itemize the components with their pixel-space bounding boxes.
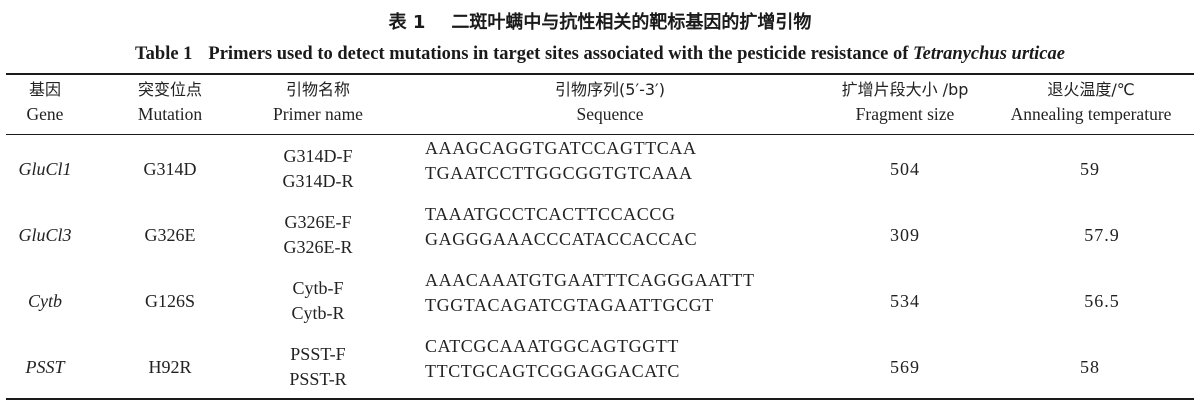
- header-fragment-size-en: Fragment size: [855, 104, 955, 124]
- table-title-cn: 表 1 二斑叶螨中与抗性相关的靶标基因的扩增引物: [0, 8, 1200, 34]
- header-fragment-size-cn: 扩增片段大小 /bp: [841, 80, 969, 99]
- gene-cell: Cytb: [28, 290, 62, 311]
- fragment-size-cell: 534: [890, 290, 920, 311]
- mutation-cell: G326E: [144, 224, 196, 245]
- fragment-size-cell: 569: [890, 356, 920, 377]
- primer-name-cell: PSST-F PSST-R: [248, 334, 388, 400]
- table-caption-en: Primers used to detect mutations in targ…: [208, 44, 914, 64]
- table-row: GluCl3 G326E G326E-F G326E-R TAAATGCCTCA…: [0, 202, 1200, 268]
- primer-forward: Cytb-F: [292, 278, 344, 298]
- sequence-cell: AAAGCAGGTGATCCAGTTCAA TGAATCCTTGGCGGTGTC…: [425, 136, 805, 202]
- sequence-forward: AAAGCAGGTGATCCAGTTCAA: [425, 138, 697, 158]
- sequence-forward: AAACAAATGTGAATTTCAGGGAATTT: [425, 270, 755, 290]
- sequence-reverse: TTCTGCAGTCGGAGGACATC: [425, 361, 680, 381]
- header-mutation-en: Mutation: [137, 104, 203, 124]
- fragment-size-cell: 504: [890, 158, 920, 179]
- header-gene: 基因 Gene: [5, 78, 85, 134]
- annealing-temp-cell: 59: [1080, 158, 1100, 179]
- table-number-cn: 表 1: [388, 12, 426, 33]
- header-primer-name-cn: 引物名称: [285, 80, 350, 99]
- header-gene-cn: 基因: [28, 80, 61, 99]
- primer-reverse: G314D-R: [282, 171, 354, 191]
- bottom-rule: [6, 398, 1194, 400]
- sequence-cell: TAAATGCCTCACTTCCACCG GAGGGAAACCCATACCACC…: [425, 202, 805, 268]
- annealing-temp-cell: 58: [1080, 356, 1100, 377]
- primer-reverse: PSST-R: [289, 369, 347, 389]
- table-row: PSST H92R PSST-F PSST-R CATCGCAAATGGCAGT…: [0, 334, 1200, 400]
- top-rule: [6, 73, 1194, 75]
- fragment-size-cell: 309: [890, 224, 920, 245]
- header-gene-en: Gene: [26, 104, 64, 124]
- sequence-forward: CATCGCAAATGGCAGTGGTT: [425, 336, 679, 356]
- header-sequence-en: Sequence: [576, 104, 644, 124]
- table-row: GluCl1 G314D G314D-F G314D-R AAAGCAGGTGA…: [0, 136, 1200, 202]
- gene-cell: GluCl1: [18, 158, 72, 179]
- header-sequence-cn: 引物序列(5′-3′): [555, 80, 665, 99]
- sequence-reverse: GAGGGAAACCCATACCACCAC: [425, 229, 698, 249]
- sequence-reverse: TGAATCCTTGGCGGTGTCAAA: [425, 163, 693, 183]
- sequence-cell: CATCGCAAATGGCAGTGGTT TTCTGCAGTCGGAGGACAT…: [425, 334, 805, 400]
- table-number-en: Table 1: [135, 44, 193, 64]
- mutation-cell: G126S: [144, 290, 195, 311]
- primer-reverse: Cytb-R: [291, 303, 345, 323]
- header-sequence: 引物序列(5′-3′) Sequence: [500, 78, 720, 134]
- header-mutation-cn: 突变位点: [137, 80, 202, 99]
- table-row: Cytb G126S Cytb-F Cytb-R AAACAAATGTGAATT…: [0, 268, 1200, 334]
- gene-cell: PSST: [25, 356, 65, 377]
- annealing-temp-cell: 57.9: [1084, 224, 1120, 245]
- primer-forward: PSST-F: [290, 344, 346, 364]
- sequence-cell: AAACAAATGTGAATTTCAGGGAATTT TGGTACAGATCGT…: [425, 268, 815, 334]
- header-annealing-temp-en: Annealing temperature: [1010, 104, 1172, 124]
- header-annealing-temp: 退火温度/℃ Annealing temperature: [992, 78, 1190, 134]
- primer-name-cell: Cytb-F Cytb-R: [248, 268, 388, 334]
- primer-forward: G314D-F: [283, 146, 353, 166]
- sequence-reverse: TGGTACAGATCGTAGAATTGCGT: [425, 295, 714, 315]
- header-mutation: 突变位点 Mutation: [120, 78, 220, 134]
- gene-cell: GluCl3: [18, 224, 72, 245]
- sequence-forward: TAAATGCCTCACTTCCACCG: [425, 204, 676, 224]
- annealing-temp-cell: 56.5: [1084, 290, 1120, 311]
- header-annealing-temp-cn: 退火温度/℃: [1047, 80, 1135, 99]
- primer-forward: G326E-F: [284, 212, 352, 232]
- header-primer-name: 引物名称 Primer name: [248, 78, 388, 134]
- header-fragment-size: 扩增片段大小 /bp Fragment size: [815, 78, 995, 134]
- header-primer-name-en: Primer name: [273, 104, 363, 124]
- header-rule: [6, 134, 1194, 135]
- table-header: 基因 Gene 突变位点 Mutation 引物名称 Primer name 引…: [0, 78, 1200, 134]
- primer-reverse: G326E-R: [283, 237, 353, 257]
- table-caption-cn: 二斑叶螨中与抗性相关的靶标基因的扩增引物: [451, 12, 812, 33]
- mutation-cell: H92R: [148, 356, 192, 377]
- species-name: Tetranychus urticae: [913, 44, 1065, 64]
- primer-name-cell: G326E-F G326E-R: [248, 202, 388, 268]
- primer-name-cell: G314D-F G314D-R: [248, 136, 388, 202]
- mutation-cell: G314D: [143, 158, 197, 179]
- table-title-en: Table 1 Primers used to detect mutations …: [0, 44, 1200, 65]
